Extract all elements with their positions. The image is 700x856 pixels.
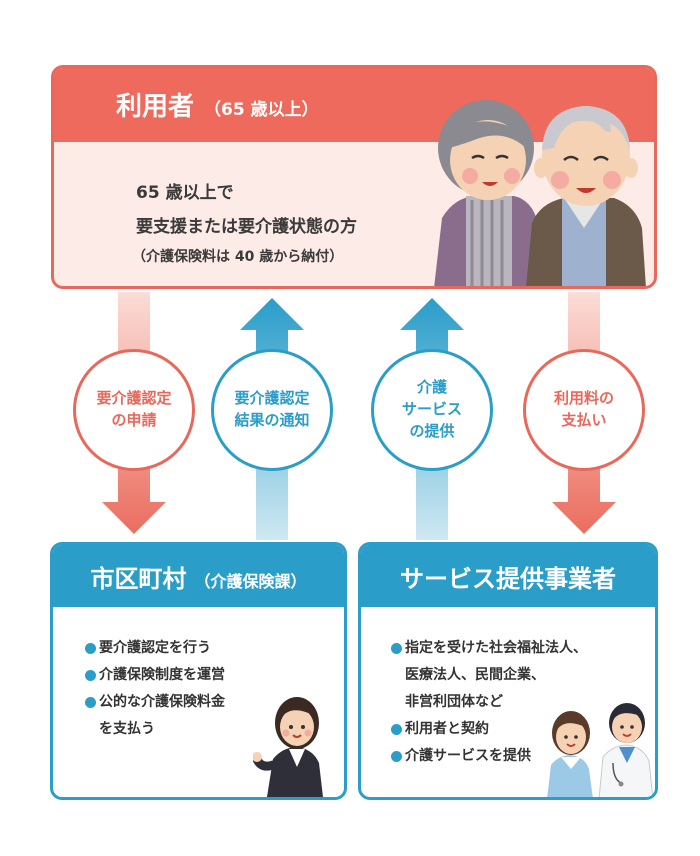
flow-circle-payment: 利用料の 支払い [523,349,645,471]
list-item: 介護保険制度を運営 [85,662,225,689]
staff-woman-illustration [253,697,323,797]
flow-circle-application: 要介護認定 の申請 [73,349,195,471]
list-item-continuation: を支払う [99,721,155,737]
flow-label-line: 要介護認定 [96,389,172,408]
service-provider-box: サービス提供事業者 指定を受けた社会福祉法人、医療法人、民間企業、非営利団体など… [358,542,658,800]
bullet-icon [391,724,402,735]
municipality-role-list: 要介護認定を行う 介護保険制度を運営 公的な介護保険料金を支払う [85,635,225,743]
bullet-icon [391,751,402,762]
flow-label-line: 要介護認定 [234,389,310,408]
list-item-continuation: 医療法人、民間企業、 [405,667,545,683]
user-description-line2: 要支援または要介護状態の方 [136,217,357,237]
user-premium-note: （介護保険料は 40 歳から納付） [132,249,344,265]
list-item-text: 利用者と契約 [405,721,489,737]
list-item: 公的な介護保険料金を支払う [85,689,225,743]
list-item: 指定を受けた社会福祉法人、医療法人、民間企業、非営利団体など [391,635,587,716]
user-subtitle: （65 歳以上） [204,100,319,120]
flow-label-line: の提供 [409,421,455,440]
user-description-line1: 65 歳以上で [136,183,234,203]
list-item: 要介護認定を行う [85,635,225,662]
list-item-text: 公的な介護保険料金 [99,694,225,710]
municipality-subtitle: （介護保険課） [194,571,307,591]
list-item: 利用者と契約 [391,716,587,743]
bullet-icon [85,670,96,681]
flow-label-line: サービス [401,400,462,419]
list-item-text: 指定を受けた社会福祉法人、 [405,640,587,656]
user-title-text: 利用者 [116,92,195,122]
list-item: 介護サービスを提供 [391,743,587,770]
municipality-title: 市区町村 （介護保険課） [90,559,306,594]
municipality-box: 市区町村 （介護保険課） 要介護認定を行う 介護保険制度を運営 公的な介護保険料金… [50,542,347,800]
user-header: 利用者 （65 歳以上） [54,68,654,142]
flow-label-line: 利用料の [553,389,614,408]
user-box: 利用者 （65 歳以上） 65 歳以上で 要支援または要介護状態の方 （介護保険料… [51,65,657,289]
provider-role-list: 指定を受けた社会福祉法人、医療法人、民間企業、非営利団体など 利用者と契約 介護… [391,635,587,770]
flow-circle-service: 介護 サービス の提供 [371,349,493,471]
flow-label-line: 支払い [561,411,607,429]
user-title: 利用者 （65 歳以上） [116,86,319,123]
provider-title: サービス提供事業者 [400,564,616,593]
municipality-header: 市区町村 （介護保険課） [53,545,344,607]
bullet-icon [391,643,402,654]
care-workers-illustration [547,703,654,797]
flow-label-line: 介護 [416,378,447,397]
municipality-title-text: 市区町村 [90,564,187,593]
flow-label-line: の申請 [111,411,157,429]
flow-circle-notification: 要介護認定 結果の通知 [211,349,333,471]
list-item-text: 要介護認定を行う [99,640,211,656]
bullet-icon [85,643,96,654]
list-item-text: 介護保険制度を運営 [99,667,225,683]
flow-label-line: 結果の通知 [234,411,310,429]
list-item-text: 介護サービスを提供 [405,748,531,764]
list-item-continuation: 非営利団体など [405,694,503,710]
bullet-icon [85,697,96,708]
elderly-couple-illustration [434,100,646,286]
provider-header: サービス提供事業者 [361,545,655,607]
